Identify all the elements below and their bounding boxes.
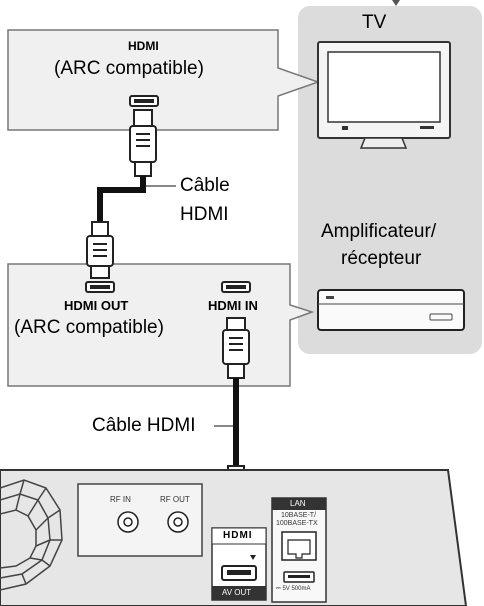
lan-spec-line1: 10BASE-T/	[281, 512, 317, 519]
rf-out-label: RF OUT	[160, 495, 190, 504]
tv-port-subtitle: (ARC compatible)	[54, 58, 204, 79]
cable-label-lower: Câble HDMI	[92, 415, 196, 436]
cable-label-upper-line1: Câble	[180, 175, 230, 196]
usb-port-icon	[283, 571, 315, 583]
hdmi-in-title: HDMI IN	[208, 298, 258, 313]
lan-port-icon	[281, 531, 317, 561]
amplifier-icon	[317, 289, 465, 331]
lan-label: LAN	[290, 499, 306, 508]
hdmi-plug-icon	[86, 221, 114, 279]
hdmi-port-icon	[85, 281, 115, 293]
lan-label-bar	[272, 498, 326, 510]
fan-grille-icon	[0, 479, 63, 591]
amplifier-label-line1: Amplificateur/	[321, 221, 437, 242]
arrow-down-icon	[250, 555, 256, 560]
recorder-back-panel	[0, 469, 468, 606]
rf-out-jack-icon	[167, 511, 189, 533]
tv-port-callout	[7, 29, 321, 131]
cable-label-upper-line2: HDMI	[180, 204, 229, 225]
hdmi-plug-icon	[222, 317, 250, 379]
hdmi-cable-upper	[97, 176, 146, 224]
hdmi-logo-badge	[211, 527, 267, 545]
hdmi-out-subtitle: (ARC compatible)	[14, 317, 164, 338]
arrow-down-icon	[392, 0, 400, 6]
rf-in-jack-icon	[117, 511, 139, 533]
hdmi-out-title: HDMI OUT	[64, 298, 129, 313]
av-out-label: AV OUT	[222, 588, 252, 597]
rf-in-label: RF IN	[110, 495, 131, 504]
hdmi-plug-icon	[129, 109, 157, 177]
amplifier-label-line2: récepteur	[341, 248, 422, 269]
tv-label: TV	[362, 12, 387, 33]
av-out-label-bar	[212, 586, 266, 600]
hdmi-logo-text: HDMI	[223, 530, 253, 541]
usb-spec-label: ⎓ 5V 500mA	[276, 586, 311, 592]
hdmi-port-icon	[221, 565, 257, 581]
hdmi-port-icon	[129, 95, 159, 107]
tv-port-title: HDMI	[128, 39, 159, 53]
tv-icon	[317, 41, 451, 149]
lan-spec-line2: 100BASE-TX	[276, 520, 318, 527]
hdmi-port-icon	[221, 281, 251, 293]
